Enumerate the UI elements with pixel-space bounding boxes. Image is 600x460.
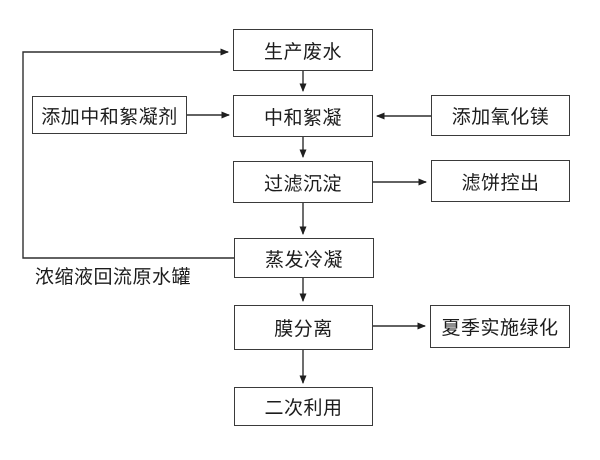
node-add-neutralizing-flocculant: 添加中和絮凝剂	[32, 96, 187, 134]
node-evaporation-condensation: 蒸发冷凝	[234, 238, 374, 278]
node-production-wastewater: 生产废水	[233, 29, 373, 71]
recycle-edge-label: 浓缩液回流原水罐	[35, 267, 192, 288]
edge-recycle-to-production	[22, 48, 234, 259]
node-secondary-utilization: 二次利用	[234, 387, 373, 426]
node-add-magnesium-oxide: 添加氧化镁	[431, 95, 570, 136]
node-membrane-separation: 膜分离	[234, 305, 373, 350]
node-neutralization-flocculation: 中和絮凝	[233, 95, 373, 137]
node-summer-greening: 夏季实施绿化	[430, 305, 570, 348]
node-filter-cake-discharge: 滤饼控出	[431, 160, 570, 202]
node-filtration-sedimentation: 过滤沉淀	[233, 161, 373, 203]
